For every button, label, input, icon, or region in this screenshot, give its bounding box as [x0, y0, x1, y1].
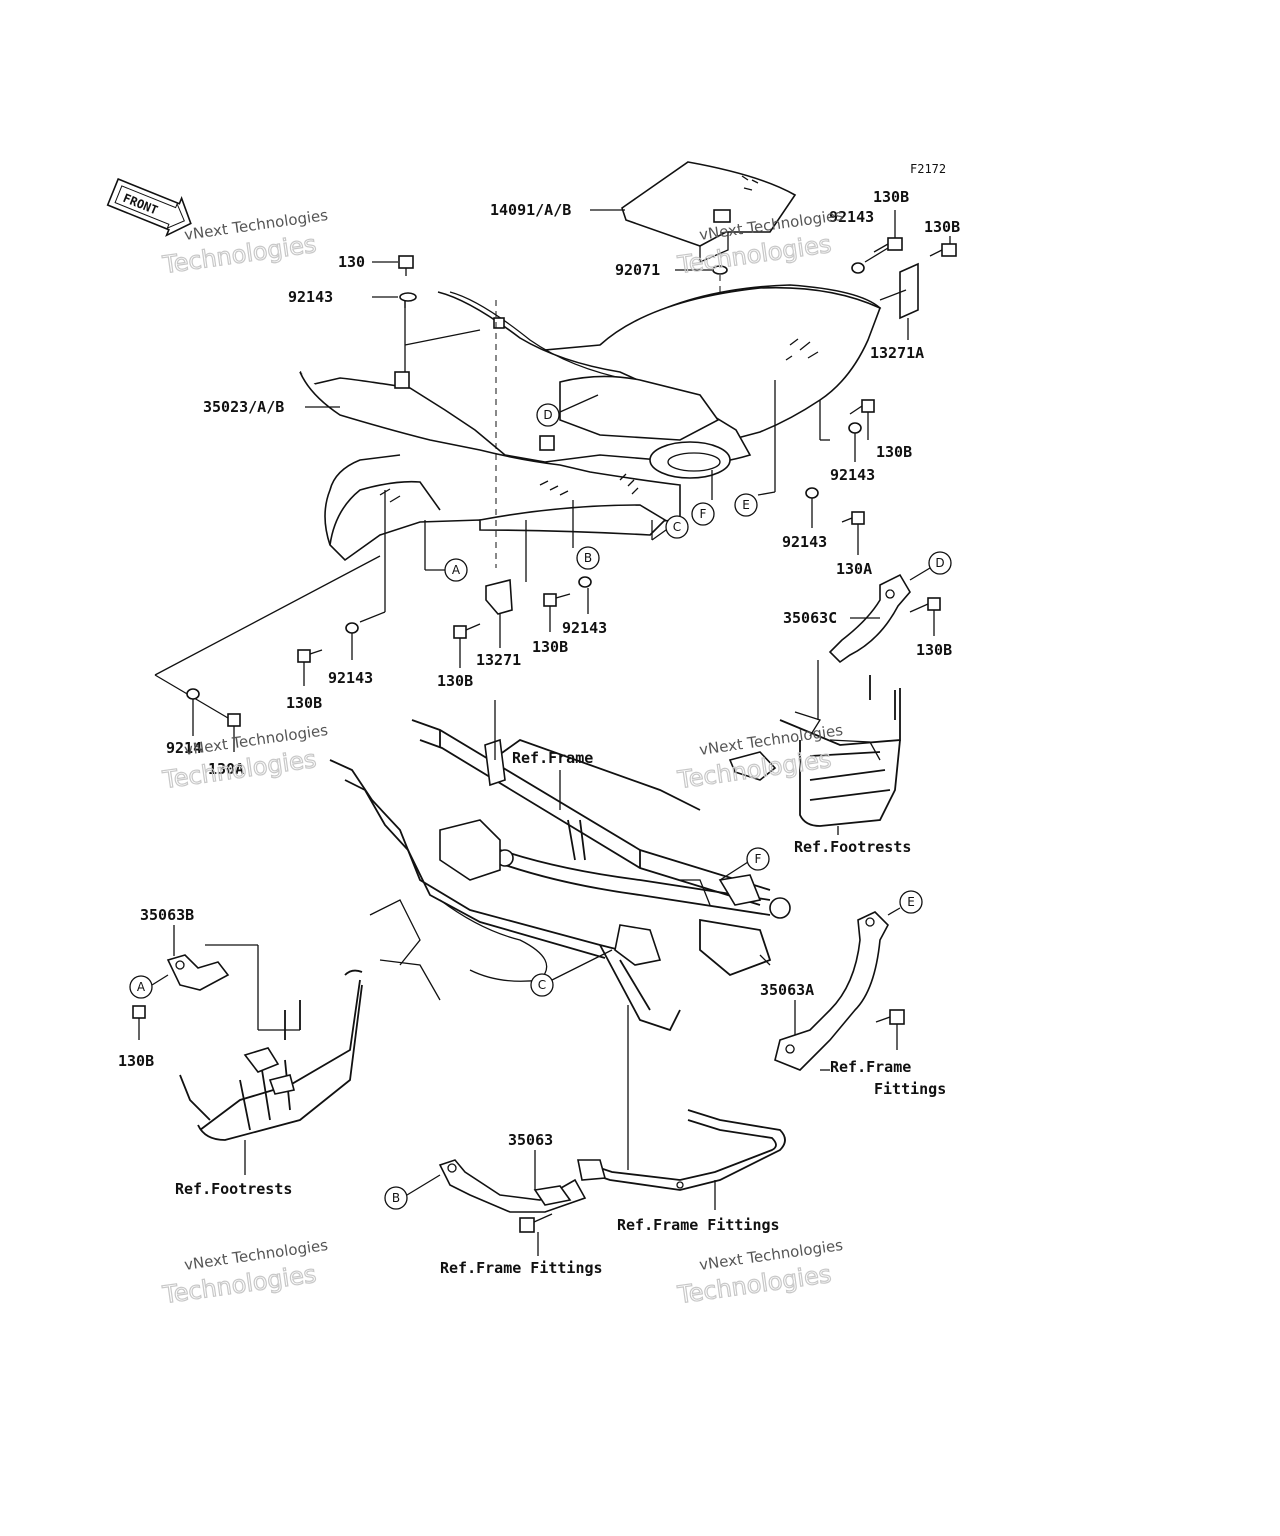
- ref-letter-b-upper: B: [572, 500, 600, 570]
- callout-130b-top-right-1: 130B: [873, 188, 909, 206]
- footrest-right-part: [728, 675, 901, 827]
- watermark-4: vNext Technologies Technologies: [675, 721, 845, 795]
- svg-text:B: B: [584, 551, 592, 565]
- callout-130a-left: 130A: [208, 760, 244, 778]
- callout-13271: 13271: [476, 651, 521, 669]
- ref-letter-b-lower: B: [384, 1174, 441, 1210]
- ref-letter-c-lower: C: [530, 949, 613, 997]
- watermark-3: vNext Technologies Technologies: [160, 721, 330, 795]
- callout-130a-right: 130A: [836, 560, 872, 578]
- callout-9214: 9214: [166, 739, 202, 757]
- svg-text:C: C: [673, 520, 681, 534]
- svg-text:A: A: [137, 980, 146, 994]
- svg-text:F: F: [700, 507, 707, 521]
- ref-letter-c-upper: C: [651, 515, 689, 541]
- bolt-130b-icon: [929, 243, 957, 257]
- bolt-130b-icon: [873, 237, 903, 253]
- svg-text:E: E: [907, 895, 915, 909]
- washer-92143-icon: [851, 262, 865, 274]
- bracket-13271a-part: [899, 262, 919, 320]
- bolt-130b-icon: [132, 1005, 146, 1019]
- bracket-35063-part: [438, 1159, 587, 1213]
- ref-frame-fittings-bottom-left: Ref.Frame Fittings: [440, 1259, 603, 1277]
- bracket-13271-part: [485, 578, 513, 615]
- bolt-130a-icon: [227, 713, 241, 727]
- rear-fender-body: [299, 284, 882, 562]
- ref-letter-f-upper: F: [691, 470, 715, 526]
- bolt-130-icon: [398, 255, 414, 276]
- svg-text:A: A: [452, 563, 461, 577]
- figure-code: F2172: [910, 162, 946, 176]
- callout-130b-left: 130B: [286, 694, 322, 712]
- ref-letter-a-upper: A: [424, 520, 468, 582]
- callout-35063b: 35063B: [140, 906, 194, 924]
- main-frame-part: [329, 719, 791, 1032]
- bolt-icon: [519, 1213, 553, 1233]
- bracket-35063a-part: [774, 911, 889, 1071]
- svg-text:E: E: [742, 498, 750, 512]
- washer-92143-icon: [345, 622, 359, 634]
- callout-130b-bottom-left: 130B: [118, 1052, 154, 1070]
- ref-footrests-left: Ref.Footrests: [175, 1180, 292, 1198]
- bolt-130a-icon: [841, 511, 865, 525]
- callout-35063a: 35063A: [760, 981, 814, 999]
- ref-letter-f-lower: F: [719, 847, 770, 881]
- ref-letter-e-upper: E: [734, 491, 776, 517]
- callout-92143-center: 92143: [562, 619, 607, 637]
- callout-130: 130: [338, 253, 365, 271]
- footrest-left-part: [179, 969, 363, 1141]
- callout-130b-right: 130B: [876, 443, 912, 461]
- bolt-130b-icon: [909, 597, 941, 613]
- ref-footrests-right: Ref.Footrests: [794, 838, 911, 856]
- ref-frame-fittings-right-1: Ref.Frame: [830, 1058, 911, 1076]
- ref-letter-d-lower: D: [935, 556, 944, 570]
- svg-text:B: B: [392, 1191, 400, 1205]
- callout-92071: 92071: [615, 261, 660, 279]
- washer-92143-icon: [186, 688, 200, 700]
- callout-92143-top-right: 92143: [829, 208, 874, 226]
- frame-fitting-bar-part: [577, 1109, 786, 1191]
- callout-35023: 35023/A/B: [203, 398, 284, 416]
- ref-letter-a-lower: A: [129, 974, 169, 999]
- bracket-35063b-part: [166, 954, 230, 991]
- bolt-130b-icon: [849, 399, 875, 415]
- callout-13271a: 13271A: [870, 344, 924, 362]
- ref-letter-e-lower: E: [887, 890, 923, 916]
- callout-14091: 14091/A/B: [490, 201, 571, 219]
- front-arrow-icon: FRONT: [106, 177, 192, 237]
- svg-text:F: F: [755, 852, 762, 866]
- svg-text:C: C: [538, 978, 546, 992]
- washer-92143-icon: [399, 292, 417, 302]
- callout-92143-left: 92143: [328, 669, 373, 687]
- callout-130b-top-right-2: 130B: [924, 218, 960, 236]
- ref-frame-fittings-bottom: Ref.Frame Fittings: [617, 1216, 780, 1234]
- watermark-6: vNext Technologies Technologies: [675, 1236, 845, 1310]
- ref-frame: Ref.Frame: [512, 749, 593, 767]
- washer-92143-icon: [805, 487, 819, 499]
- bolt-130b-icon: [297, 649, 323, 663]
- washer-92143-icon: [848, 422, 862, 434]
- callout-92143-right: 92143: [830, 466, 875, 484]
- callout-92143-top-left: 92143: [288, 288, 333, 306]
- washer-92143-icon: [578, 576, 592, 588]
- callout-130b-c-right: 130B: [916, 641, 952, 659]
- callout-92143-right-2: 92143: [782, 533, 827, 551]
- svg-text:D: D: [543, 408, 552, 422]
- callout-130b-center-2: 130B: [437, 672, 473, 690]
- ref-frame-fittings-right-2: Fittings: [874, 1080, 946, 1098]
- callout-35063: 35063: [508, 1131, 553, 1149]
- bolt-icon: [875, 1009, 905, 1025]
- ref-letter-d-upper: D: [536, 394, 599, 427]
- callout-130b-center: 130B: [532, 638, 568, 656]
- bolt-130b-icon: [543, 593, 571, 607]
- callout-35063c: 35063C: [783, 609, 837, 627]
- seat-cover-part: [621, 161, 797, 263]
- watermark-5: vNext Technologies Technologies: [160, 1236, 330, 1310]
- bolt-130b-icon: [453, 623, 481, 639]
